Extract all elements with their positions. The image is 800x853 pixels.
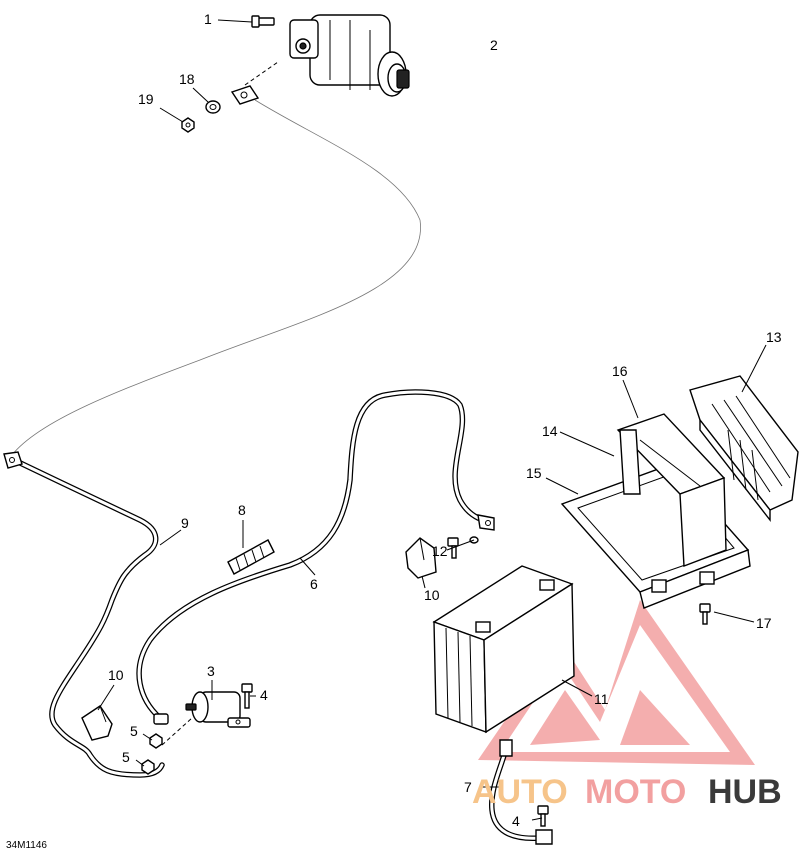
callout-19: 19 xyxy=(138,91,154,107)
callout-4-upper: 4 xyxy=(260,687,268,703)
watermark-word-hub: HUB xyxy=(708,773,782,811)
starter-solenoid xyxy=(153,691,251,728)
callout-2: 2 xyxy=(490,37,498,53)
bolt-4-upper xyxy=(241,683,253,709)
callout-16: 16 xyxy=(612,363,628,379)
sleeve-8 xyxy=(227,539,275,575)
cable-9 xyxy=(3,451,165,778)
nut-5-lower xyxy=(141,759,155,775)
callout-5-upper: 5 xyxy=(130,723,138,739)
watermark-text: AUTO MOTO HUB xyxy=(472,773,782,811)
starter-motor xyxy=(289,14,410,97)
nut-19 xyxy=(181,117,195,133)
callout-6: 6 xyxy=(310,576,318,592)
callout-10-right: 10 xyxy=(424,587,440,603)
watermark-word-auto: AUTO xyxy=(472,773,568,811)
battery-cover xyxy=(689,375,799,523)
watermark-word-moto: MOTO xyxy=(585,773,686,811)
leader-lines xyxy=(97,19,767,821)
callouts: 1 2 3 4 4 5 5 6 7 8 9 10 10 11 12 13 14 … xyxy=(108,11,782,829)
watermark-logo xyxy=(478,600,755,765)
callout-8: 8 xyxy=(238,502,246,518)
drawing-code: 34M1146 xyxy=(6,840,47,851)
callout-11: 11 xyxy=(594,691,609,707)
starter-cable-lug xyxy=(230,85,260,105)
callout-7: 7 xyxy=(464,779,472,795)
callout-17: 17 xyxy=(756,615,772,631)
callout-5-lower: 5 xyxy=(122,749,130,765)
callout-3: 3 xyxy=(207,663,215,679)
callout-12: 12 xyxy=(432,543,448,559)
callout-18: 18 xyxy=(179,71,195,87)
callout-14: 14 xyxy=(542,423,558,439)
bolt-1 xyxy=(251,15,275,28)
callout-13: 13 xyxy=(766,329,782,345)
bolt-17 xyxy=(699,603,711,625)
ground-cable-7 xyxy=(489,739,553,845)
battery-bracket xyxy=(616,413,727,567)
terminal-boot-10-right xyxy=(405,537,437,579)
callout-10-left: 10 xyxy=(108,667,124,683)
nut-5-upper xyxy=(149,733,163,749)
terminal-boot-10-left xyxy=(81,705,113,741)
battery xyxy=(432,565,575,734)
washer-18 xyxy=(205,100,221,114)
callout-9: 9 xyxy=(181,515,189,531)
cable-6 xyxy=(136,389,495,721)
callout-1: 1 xyxy=(204,11,212,27)
callout-4-lower: 4 xyxy=(512,813,520,829)
bolt-4-lower xyxy=(537,805,549,827)
callout-15: 15 xyxy=(526,465,542,481)
